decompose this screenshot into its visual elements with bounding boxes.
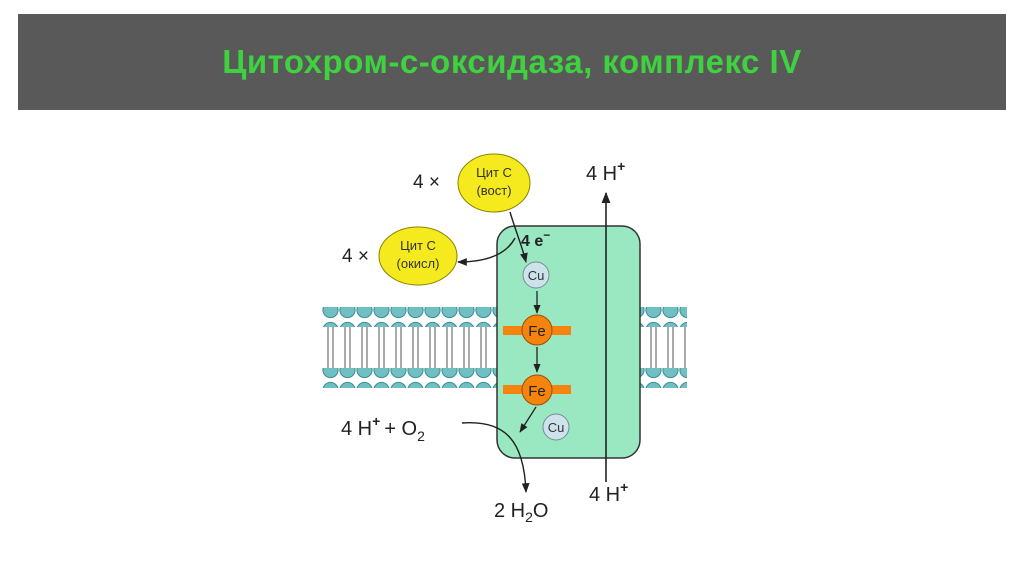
title-bar: Цитохром-с-оксидаза, комплекс IV [18,14,1006,110]
cyt-c-oxidized [378,226,458,286]
heme-a3-iron [521,374,553,406]
cu-a-label: Cu [528,268,545,283]
heme-a3-label: Fe [528,383,546,400]
slide-title: Цитохром-с-оксидаза, комплекс IV [222,43,802,80]
cyt-reduced-multiplier: 4 × [413,172,440,193]
cu-b-center [542,413,570,441]
heme-a-iron [521,314,553,346]
cyt-c-reduced [457,153,531,213]
cyt-oxidized-multiplier: 4 × [342,246,369,267]
cu-a-center [522,261,550,289]
oxygen-reduction-arrow [461,422,530,493]
product-label: 2 H2O [494,500,548,525]
arrow-to-oxygen-site [519,406,537,433]
cu-b-label: Cu [548,420,565,435]
cyt-oxidized-label-1: Цит С [400,238,436,253]
electrons-label: 4 e− [521,228,550,250]
reactant-label: 4 H++ O2 [341,413,425,444]
electron-arrow-to-oxidized [457,237,516,266]
cyt-oxidized-label-2: (окисл) [397,256,440,271]
proton-out-label: 4 H+ [586,158,625,185]
electron-arrow-to-cu [509,211,528,263]
cyt-reduced-label-1: Цит С [476,165,512,180]
cyt-reduced-label-2: (вост) [476,183,511,198]
heme-a-label: Fe [528,323,546,340]
proton-in-label: 4 H+ [589,479,628,506]
